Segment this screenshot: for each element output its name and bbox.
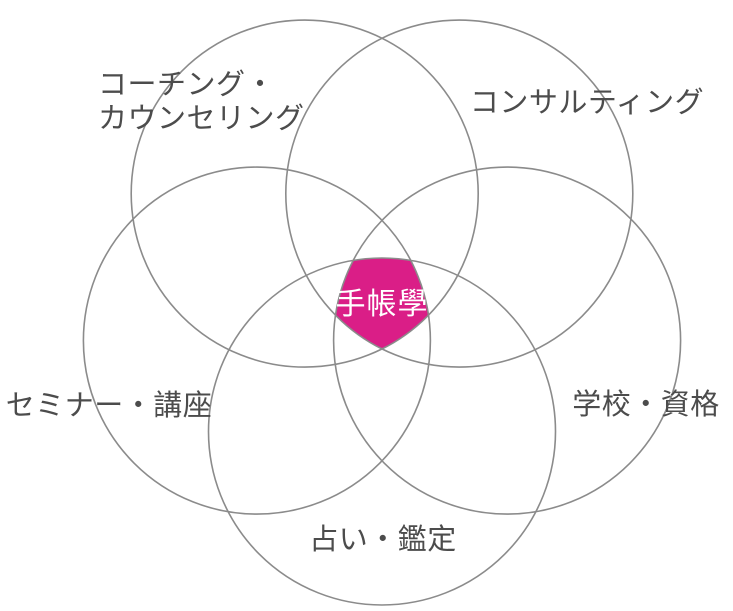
label-coaching-line2: カウンセリング bbox=[98, 103, 305, 135]
label-seminar: セミナー・講座 bbox=[5, 390, 213, 422]
label-uranai: 占い・鑑定 bbox=[309, 524, 457, 556]
circle-coaching bbox=[130, 19, 480, 368]
circle-uranai bbox=[207, 257, 557, 606]
circle-consulting bbox=[284, 19, 634, 368]
label-coaching-line1: コーチング・ bbox=[98, 69, 276, 101]
label-consulting: コンサルティング bbox=[469, 87, 705, 119]
label-center: 手帳學 bbox=[335, 288, 429, 321]
circle-school bbox=[332, 166, 682, 515]
label-coaching: コーチング・ カウンセリング bbox=[98, 68, 305, 136]
label-school: 学校・資格 bbox=[572, 389, 720, 421]
circle-seminar bbox=[82, 166, 432, 515]
